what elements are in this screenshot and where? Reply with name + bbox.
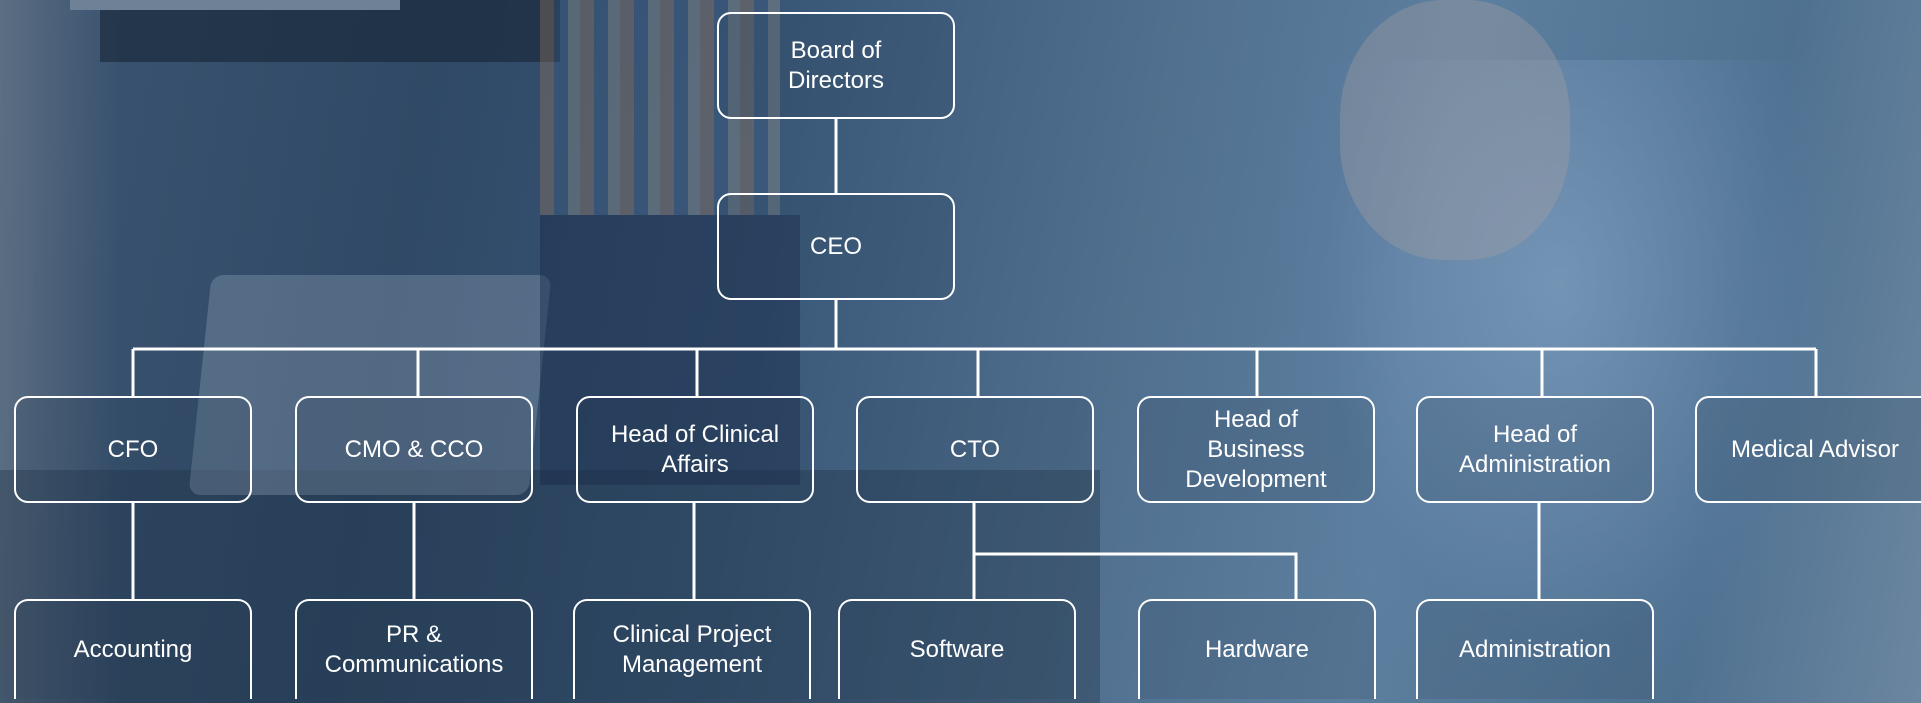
node-cmo-cco: CMO & CCO	[295, 396, 533, 503]
background-monitor	[100, 0, 560, 62]
node-cto: CTO	[856, 396, 1094, 503]
node-head-of-clinical-affairs: Head of Clinical Affairs	[576, 396, 814, 503]
background-smiling-man	[1280, 60, 1840, 703]
node-cfo: CFO	[14, 396, 252, 503]
node-pr-communications: PR & Communications	[295, 599, 533, 699]
background-table	[0, 470, 1100, 703]
node-ceo: CEO	[717, 193, 955, 300]
node-medical-advisor: Medical Advisor	[1695, 396, 1921, 503]
background-man-head	[1340, 0, 1570, 260]
node-hardware: Hardware	[1138, 599, 1376, 699]
node-administration: Administration	[1416, 599, 1654, 699]
background-screen-edge	[70, 0, 400, 10]
node-head-of-business-development: Head of Business Development	[1137, 396, 1375, 503]
node-clinical-project-management: Clinical Project Management	[573, 599, 811, 699]
node-head-of-administration: Head of Administration	[1416, 396, 1654, 503]
node-software: Software	[838, 599, 1076, 699]
node-board-of-directors: Board of Directors	[717, 12, 955, 119]
connector-cto-hardware	[974, 552, 1298, 599]
node-accounting: Accounting	[14, 599, 252, 699]
background-person-left	[0, 0, 120, 703]
background-plaid-shirt	[540, 0, 780, 215]
